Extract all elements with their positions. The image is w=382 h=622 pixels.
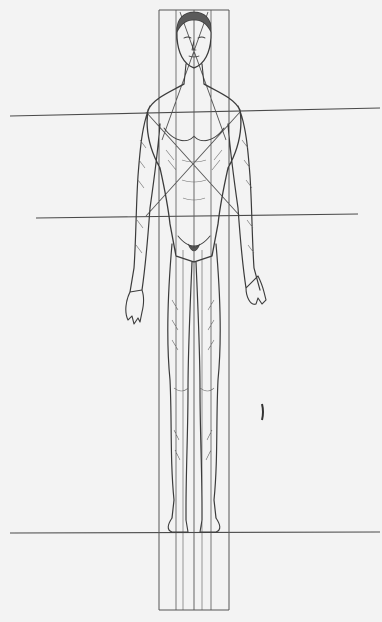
stray-mark [262, 404, 263, 420]
